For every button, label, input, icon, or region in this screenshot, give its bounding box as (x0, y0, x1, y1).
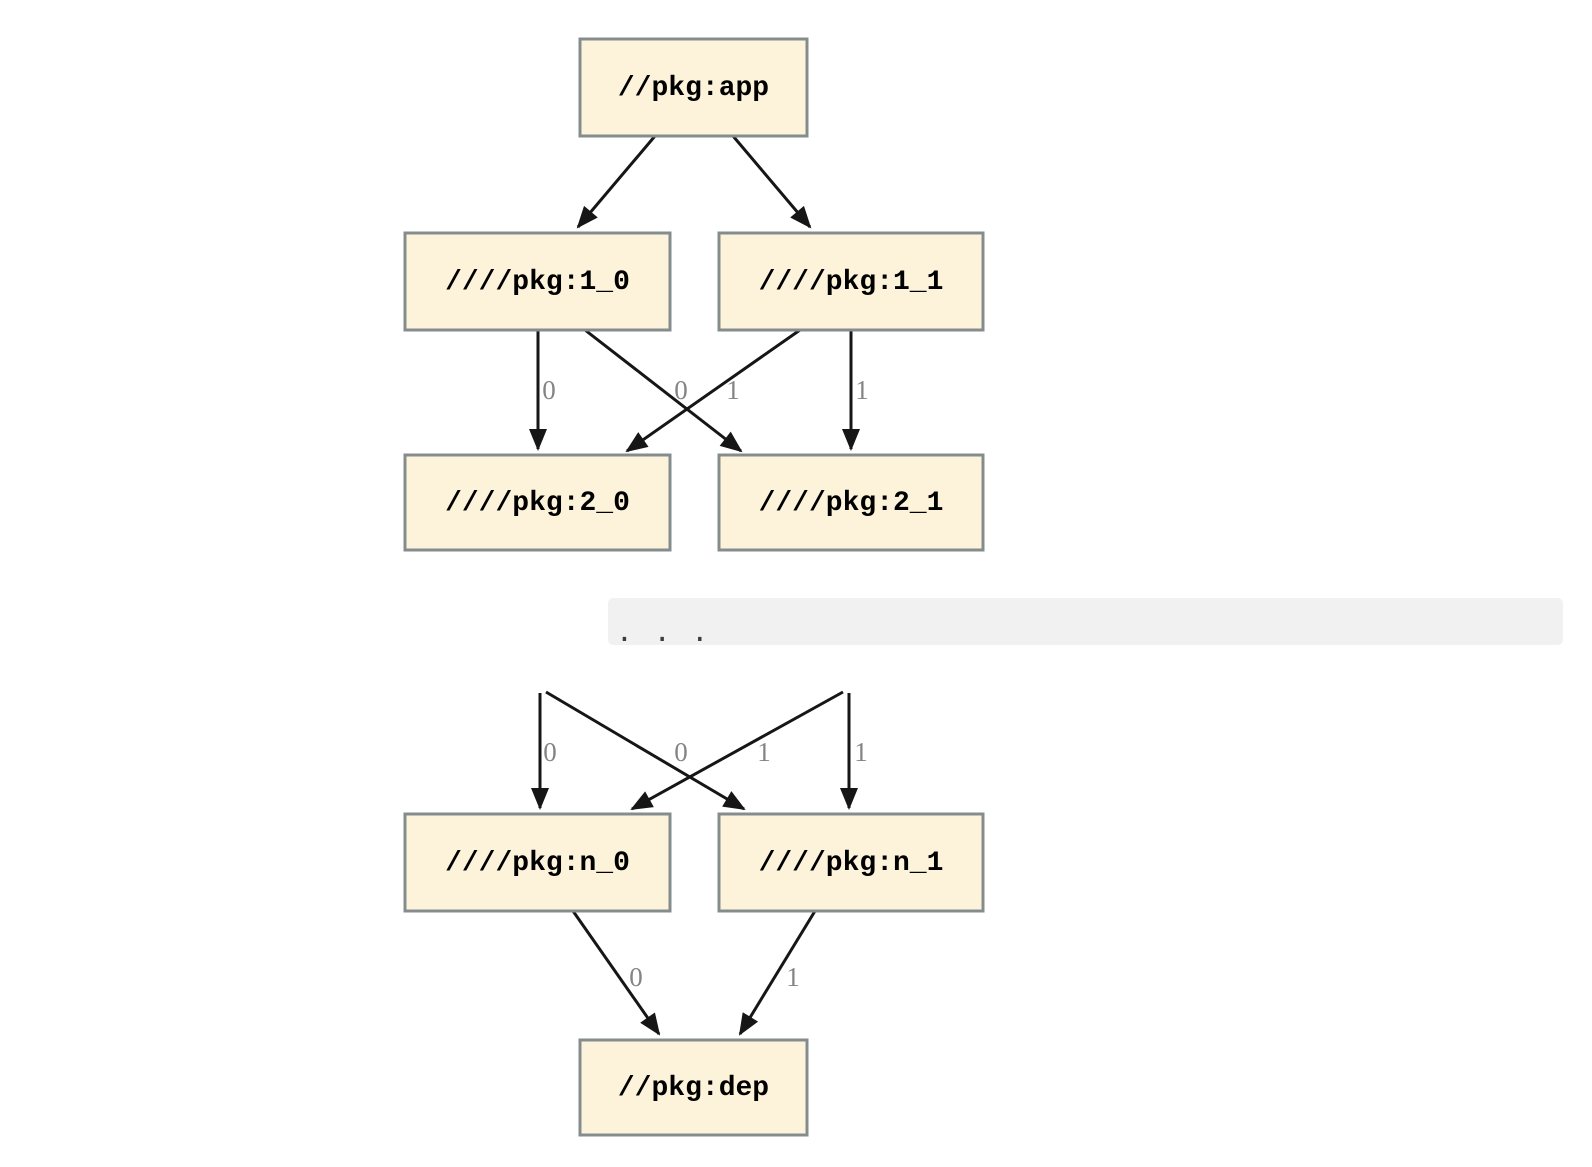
edge-cross-n_0 (630, 690, 844, 811)
edge-label-1_0-2_1: 1 (726, 375, 740, 405)
edge-label-cross-n_1: 1 (757, 737, 771, 767)
edge-label-1_1-2_0: 0 (674, 375, 688, 405)
edge-app-1_1 (731, 135, 812, 229)
node-label: ////pkg:2_0 (445, 488, 630, 519)
ellipsis-dots: . . . (616, 615, 710, 648)
node-label: ////pkg:n_1 (759, 848, 944, 879)
node-label: //pkg:app (618, 73, 769, 104)
node-dep: //pkg:dep (578, 1038, 809, 1137)
node-1_1: ////pkg:1_1 (717, 231, 985, 332)
node-box (717, 231, 985, 332)
edge-label-1_1-2_1: 1 (855, 375, 869, 405)
edge-label-mid-n_0: 0 (543, 737, 557, 767)
node-app: //pkg:app (578, 37, 809, 138)
node-label: ////pkg:2_1 (759, 488, 944, 519)
node-n_0: ////pkg:n_0 (403, 812, 672, 913)
node-box (403, 812, 672, 913)
node-label: //pkg:dep (618, 1073, 769, 1104)
edge-label-cross-n_0: 0 (674, 737, 688, 767)
node-box (403, 453, 672, 552)
ellipsis-band-layer: . . . (608, 598, 1563, 648)
nodes-layer: //pkg:app ////pkg:1_0 ////pkg:1_1 ////pkg:2… (403, 37, 985, 1137)
node-box (578, 1038, 809, 1137)
node-n_1: ////pkg:n_1 (717, 812, 985, 913)
edge-label-n_1-dep: 1 (786, 962, 800, 992)
edge-n_0-dep (571, 910, 661, 1036)
node-2_0: ////pkg:2_0 (403, 453, 672, 552)
ellipsis-band (608, 598, 1563, 645)
edge-label-1_0-2_0: 0 (542, 375, 556, 405)
edge-cross-n_1 (545, 690, 746, 811)
node-label: ////pkg:1_1 (759, 267, 944, 298)
edges-layer: 0 1 0 1 0 1 1 0 0 1 (529, 135, 869, 1036)
edge-1_1-2_0 (625, 328, 801, 453)
edge-label-mid-n_1: 1 (854, 737, 868, 767)
node-box (717, 453, 985, 552)
node-box (403, 231, 672, 332)
node-label: ////pkg:1_0 (445, 267, 630, 298)
node-label: ////pkg:n_0 (445, 848, 630, 879)
node-box (717, 812, 985, 913)
edge-1_0-2_1 (584, 328, 743, 453)
edge-app-1_0 (576, 135, 657, 229)
edge-label-n_0-dep: 0 (629, 962, 643, 992)
node-1_0: ////pkg:1_0 (403, 231, 672, 332)
node-box (578, 37, 809, 138)
node-2_1: ////pkg:2_1 (717, 453, 985, 552)
edge-n_1-dep (738, 910, 817, 1036)
